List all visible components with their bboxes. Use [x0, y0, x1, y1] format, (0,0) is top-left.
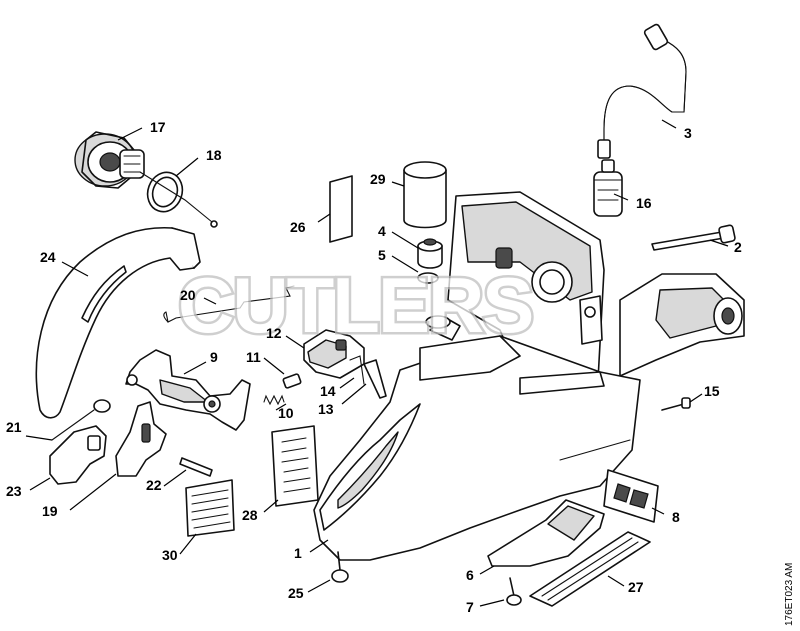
- part-16-fuel-filter: [593, 159, 623, 217]
- part-27-strip: [529, 531, 651, 607]
- callout-3: 3: [684, 125, 692, 141]
- callout-28: 28: [242, 507, 258, 523]
- part-19-interlock: [115, 401, 167, 477]
- callout-18: 18: [206, 147, 222, 163]
- part-13-pin: [363, 359, 387, 399]
- callout-5: 5: [378, 247, 386, 263]
- callout-24: 24: [40, 249, 56, 265]
- callout-6: 6: [466, 567, 474, 583]
- part-11-sleeve: [282, 373, 302, 389]
- callout-14: 14: [320, 383, 336, 399]
- callout-21: 21: [6, 419, 22, 435]
- part-17-starter-assembly: [74, 131, 145, 189]
- callout-2: 2: [734, 239, 742, 255]
- callout-9: 9: [210, 349, 218, 365]
- callout-30: 30: [162, 547, 178, 563]
- part-20-wire-spring: [163, 285, 295, 323]
- callout-10: 10: [278, 405, 294, 421]
- part-6-bracket: [487, 499, 605, 567]
- callout-16: 16: [636, 195, 652, 211]
- part-7-screw: [506, 577, 522, 606]
- part-3-fuel-hose: [597, 23, 687, 159]
- part-5-ring: [417, 272, 439, 284]
- callout-12: 12: [266, 325, 282, 341]
- callout-7: 7: [466, 599, 474, 615]
- leader-lines: [25, 119, 729, 607]
- callout-26: 26: [290, 219, 306, 235]
- part-14-pin: [349, 355, 365, 385]
- watermark: CUTLERS: [178, 261, 532, 349]
- part-24-handle-cover: [35, 226, 201, 419]
- diagram-reference: 176ET023 AM: [784, 563, 795, 626]
- callout-1: 1: [294, 545, 302, 561]
- part-28-label: [271, 425, 319, 507]
- part-15-screw: [661, 397, 691, 411]
- callout-15: 15: [704, 383, 720, 399]
- callout-17: 17: [150, 119, 166, 135]
- callout-20: 20: [180, 287, 196, 303]
- callout-23: 23: [6, 483, 22, 499]
- part-12-latch-block: [303, 329, 365, 379]
- part-29-filter: [403, 161, 447, 229]
- part-8-warning-decal: [603, 469, 659, 523]
- callout-25: 25: [288, 585, 304, 601]
- callout-19: 19: [42, 503, 58, 519]
- part-2-bolt: [651, 224, 736, 251]
- callout-29: 29: [370, 171, 386, 187]
- part-23-lever: [49, 425, 107, 485]
- callout-27: 27: [628, 579, 644, 595]
- callout-13: 13: [318, 401, 334, 417]
- part-30-plate: [185, 479, 235, 537]
- part-26-decal: [329, 175, 353, 243]
- callout-22: 22: [146, 477, 162, 493]
- part-9-throttle-trigger: [125, 349, 251, 431]
- callout-8: 8: [672, 509, 680, 525]
- callout-4: 4: [378, 223, 386, 239]
- part-18-o-ring-cable: [139, 171, 218, 228]
- part-22-pin: [179, 457, 213, 477]
- part-21-torsion-spring: [51, 399, 111, 441]
- part-10-spring: [263, 394, 285, 406]
- part-4-valve: [417, 238, 443, 269]
- part-25-screw: [331, 551, 349, 583]
- part-1-housing: [313, 191, 745, 561]
- callout-11: 11: [246, 349, 261, 365]
